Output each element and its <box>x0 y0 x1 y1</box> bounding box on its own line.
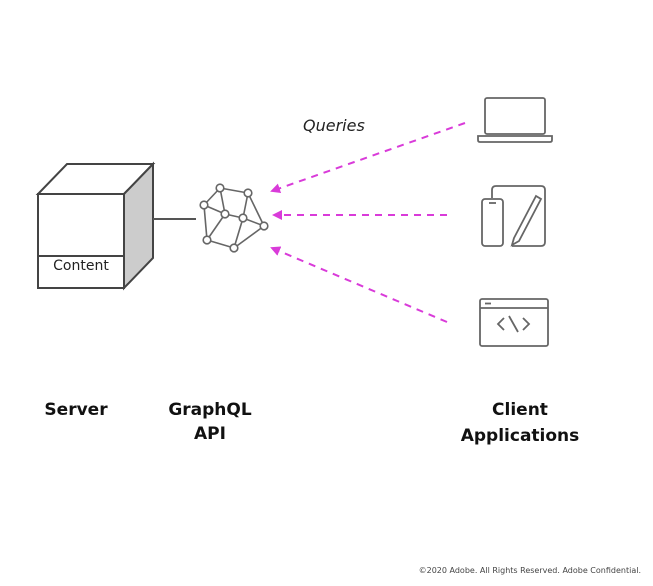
server-cube-icon <box>35 161 156 291</box>
server-label: Server <box>44 400 108 420</box>
queries-label: Queries <box>303 116 365 135</box>
laptop-icon <box>477 97 553 143</box>
client-label-line1: Client <box>492 400 548 420</box>
graphql-api-label: GraphQL API <box>168 400 252 444</box>
graph-network-icon <box>199 183 269 253</box>
client-label-line2: Applications <box>460 426 580 446</box>
query-arrow-top <box>270 122 466 194</box>
tablet-stylus-icon <box>481 185 546 247</box>
code-window-icon <box>479 298 549 347</box>
query-arrow-bottom <box>270 246 448 323</box>
content-label: Content <box>53 258 109 274</box>
copyright-notice: ©2020 Adobe. All Rights Reserved. Adobe … <box>418 566 641 575</box>
